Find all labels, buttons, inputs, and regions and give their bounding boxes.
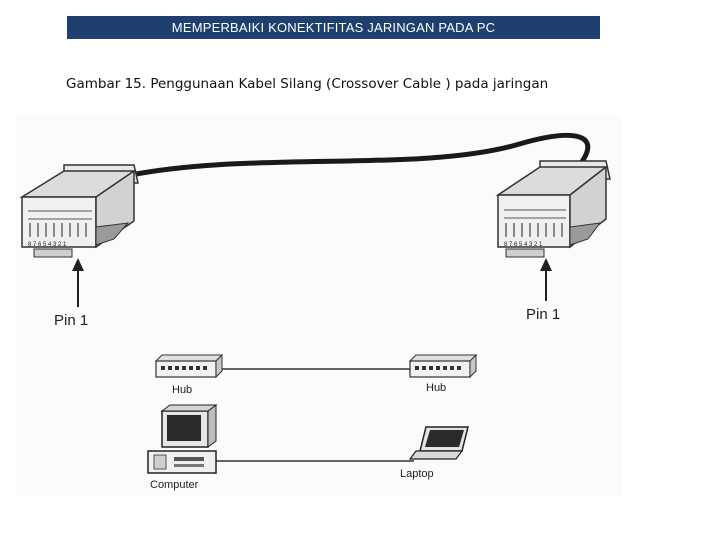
computer-icon bbox=[147, 404, 218, 474]
hub-right-label: Hub bbox=[426, 382, 446, 394]
right-pin-arrow bbox=[540, 258, 552, 301]
left-hub-icon bbox=[154, 353, 224, 379]
figure-caption: Gambar 15. Penggunaan Kabel Silang (Cros… bbox=[66, 76, 549, 92]
page-title-banner: MEMPERBAIKI KONEKTIFITAS JARINGAN PADA P… bbox=[67, 16, 600, 39]
left-pin-label: Pin 1 bbox=[54, 312, 88, 329]
left-rj45-connector-icon: 8 7 6 5 4 3 2 1 bbox=[19, 164, 139, 258]
left-pin-arrow bbox=[72, 258, 84, 307]
left-pin-numbers: 8 7 6 5 4 3 2 1 bbox=[28, 242, 67, 248]
computer-label: Computer bbox=[150, 479, 199, 491]
crossover-cable-figure: 8 7 6 5 4 3 2 1 Pin 1 8 7 6 5 4 3 2 1 bbox=[16, 115, 622, 495]
figure-illustration: 8 7 6 5 4 3 2 1 Pin 1 8 7 6 5 4 3 2 1 bbox=[19, 132, 611, 491]
page-title: MEMPERBAIKI KONEKTIFITAS JARINGAN PADA P… bbox=[171, 20, 496, 35]
hub-left-label: Hub bbox=[172, 384, 192, 396]
right-hub-icon bbox=[408, 353, 478, 379]
laptop-label: Laptop bbox=[400, 468, 434, 480]
right-rj45-connector-icon: 8 7 6 5 4 3 2 1 bbox=[495, 160, 611, 258]
crossover-cable bbox=[118, 132, 591, 180]
right-pin-label: Pin 1 bbox=[526, 306, 560, 323]
laptop-icon bbox=[408, 426, 469, 460]
right-pin-numbers: 8 7 6 5 4 3 2 1 bbox=[504, 242, 543, 248]
